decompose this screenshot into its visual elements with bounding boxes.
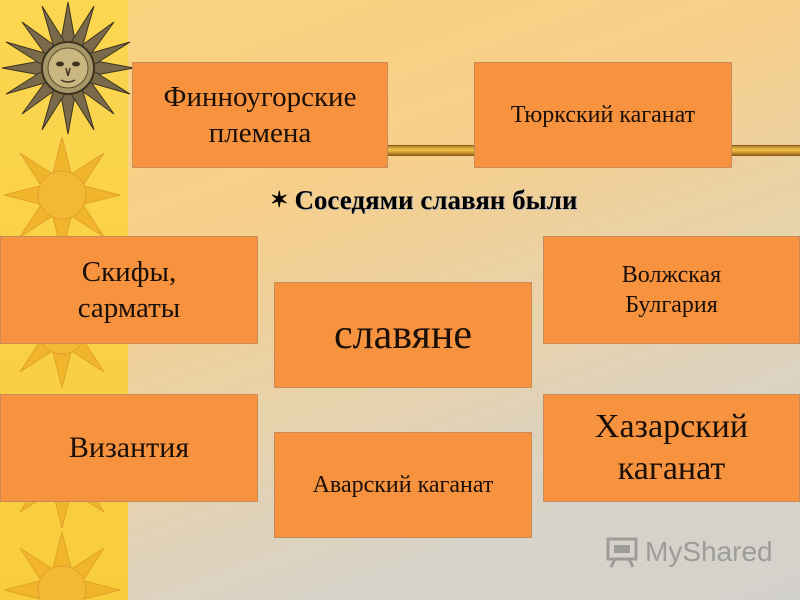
slide-heading: ✶ Соседями славян были <box>270 182 690 218</box>
watermark-text: MyShared <box>645 536 773 567</box>
box-label: Византия <box>68 431 190 465</box>
presentation-board-icon <box>606 537 638 568</box>
box-label: Аварский каганат <box>312 472 494 498</box>
box-label: Скифы, сарматы <box>77 255 181 324</box>
box-label: Тюркский каганат <box>510 102 696 128</box>
box-scythians: Скифы, сарматы <box>0 236 258 344</box>
box-khazar-khaganate: Хазарский каганат <box>543 394 800 502</box>
box-avar-khaganate: Аварский каганат <box>274 432 532 538</box>
box-label: Хазарский каганат <box>594 407 749 488</box>
yellow-sun-icon <box>3 531 121 600</box>
box-finno-ugric: Финноугорские племена <box>132 62 388 168</box>
yellow-sun-icon <box>3 136 121 254</box>
box-volga-bulgaria: Волжская Булгария <box>543 236 800 344</box>
star-bullet-icon: ✶ <box>270 187 289 212</box>
box-byzantium: Византия <box>0 394 258 502</box>
heading-text: Соседями славян были <box>294 184 578 215</box>
box-label: Финноугорские племена <box>163 80 357 149</box>
box-label: Волжская Булгария <box>621 262 722 318</box>
metal-sun-icon <box>1 1 135 135</box>
box-slavs: славяне <box>274 282 532 388</box>
box-turkic-khaganate: Тюркский каганат <box>474 62 732 168</box>
box-label: славяне <box>334 311 472 358</box>
myshared-watermark: MyShared <box>605 532 775 572</box>
